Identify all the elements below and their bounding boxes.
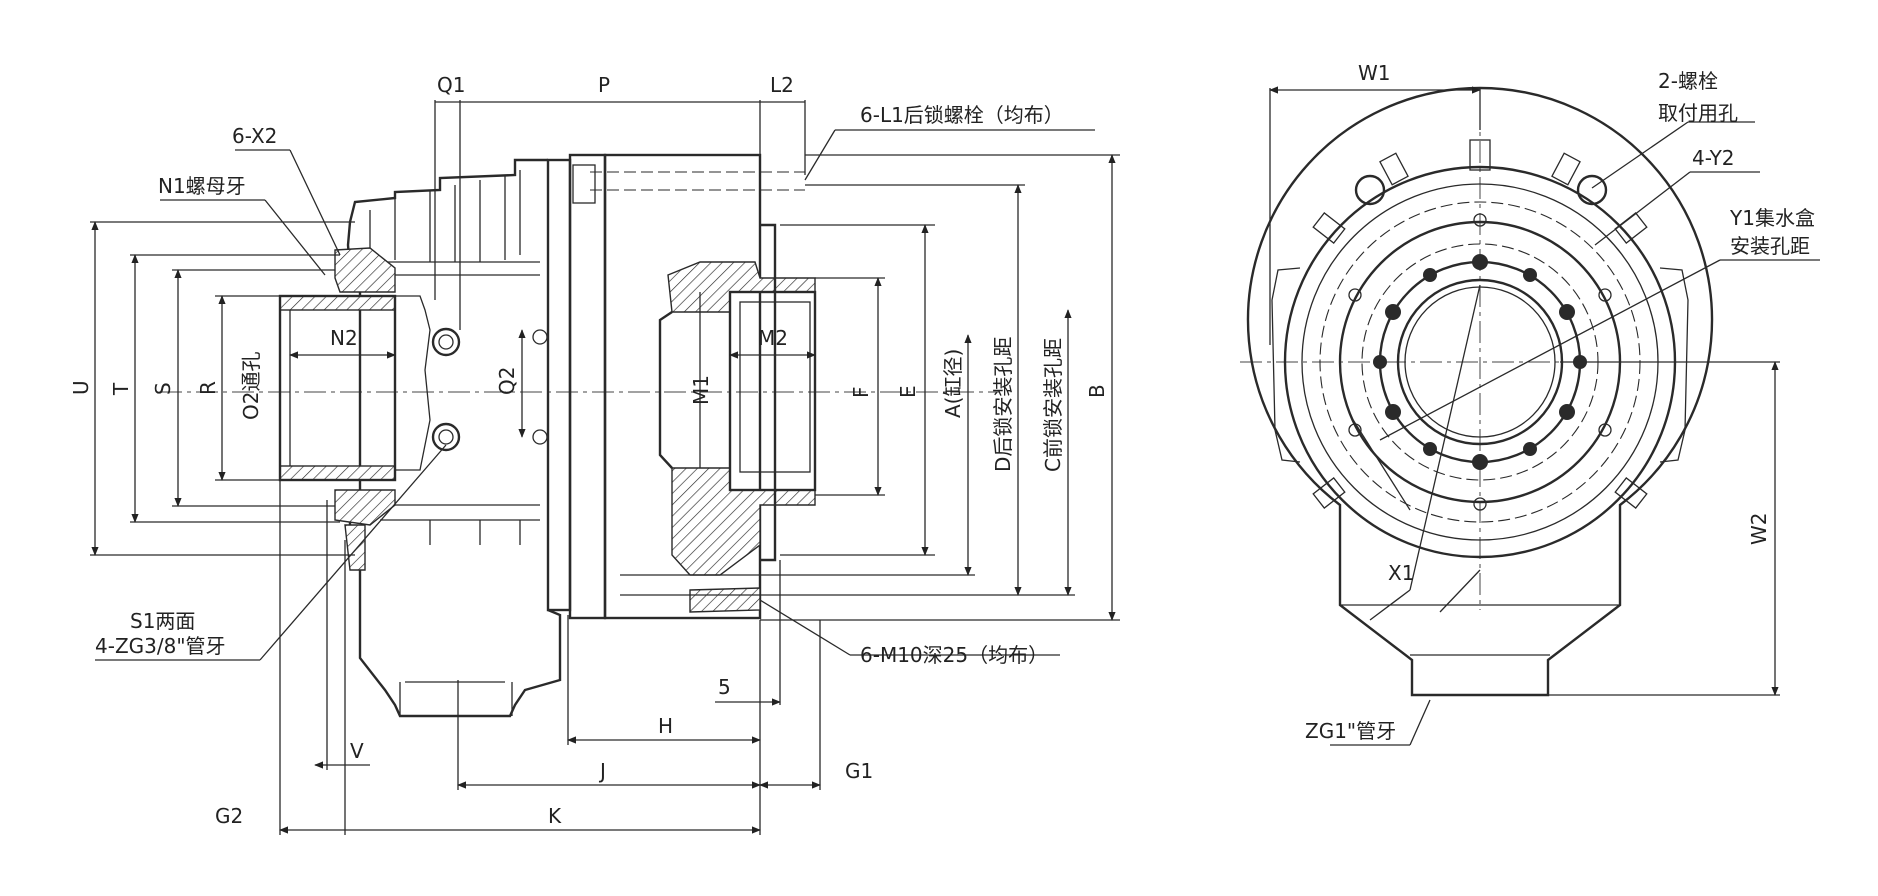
dim-g1: G1	[845, 759, 873, 783]
dim-s: S	[151, 382, 175, 395]
label-4-y2: 4-Y2	[1692, 146, 1735, 170]
label-y1-water-box: Y1集水盒	[1729, 206, 1815, 230]
rear-housing	[346, 158, 562, 718]
label-2-bolt: 2-螺栓	[1658, 69, 1718, 93]
dim-j: J	[598, 759, 606, 783]
port-lower	[431, 422, 461, 452]
dim-w1: W1	[1358, 61, 1391, 85]
dim-e: E	[896, 385, 920, 398]
dim-q1: Q1	[437, 73, 465, 97]
label-y1-hole-pitch: 安装孔距	[1730, 234, 1810, 258]
rear-flange	[568, 153, 607, 620]
label-m10-holes: 6-M10深25（均布）	[860, 643, 1048, 667]
dim-l2: L2	[770, 73, 794, 97]
bolt-circle	[1373, 254, 1587, 470]
rear-nut	[279, 295, 396, 311]
label-s1-flats: S1两面	[130, 609, 195, 633]
dim-a-bore: A(缸径)	[941, 349, 965, 418]
dim-k: K	[548, 804, 562, 828]
dim-x1: X1	[1388, 561, 1414, 585]
dim-p: P	[598, 73, 610, 97]
front-piston	[667, 261, 816, 313]
dim-m2: M2	[758, 326, 788, 350]
dim-d-rear-hole-pitch: D后锁安装孔距	[991, 337, 1015, 472]
dim-5: 5	[718, 675, 731, 699]
label-mounting-hole: 取付用孔	[1658, 101, 1738, 125]
dim-g2: G2	[215, 804, 243, 828]
label-x2: 6-X2	[232, 124, 277, 148]
mount-hole-right	[1576, 174, 1608, 206]
label-nut-thread: N1螺母牙	[158, 174, 246, 198]
mount-hole-left	[1354, 174, 1386, 206]
front-outline	[1246, 86, 1714, 697]
dim-w2: W2	[1747, 513, 1771, 546]
front-view: W1 2-螺栓 取付用孔 4-Y2 Y1集水盒 安装孔距 W2 X1 ZG1"管…	[1240, 61, 1820, 746]
dim-q2: Q2	[495, 367, 519, 395]
dim-b: B	[1085, 384, 1109, 398]
dim-t: T	[109, 382, 133, 396]
port-upper	[431, 327, 461, 357]
label-zg1-pipe-thread: ZG1"管牙	[1305, 719, 1396, 743]
dim-m1: M1	[689, 375, 713, 405]
side-view: Q1 P L2 6-L1后锁螺栓（均布） 6-X2 N1螺母牙 U T S R …	[69, 73, 1120, 835]
label-rear-lock-bolts: 6-L1后锁螺栓（均布）	[860, 103, 1064, 127]
dim-o2: O2通孔	[239, 352, 263, 420]
dim-f: F	[849, 386, 873, 398]
dim-n2: N2	[330, 326, 358, 350]
dim-h: H	[658, 714, 673, 738]
dim-r: R	[196, 381, 220, 395]
dim-v: V	[350, 739, 364, 763]
label-zg38-ports: 4-ZG3/8"管牙	[95, 634, 226, 658]
dim-u: U	[69, 380, 93, 395]
dim-c-front-hole-pitch: C前锁安装孔距	[1041, 338, 1065, 472]
